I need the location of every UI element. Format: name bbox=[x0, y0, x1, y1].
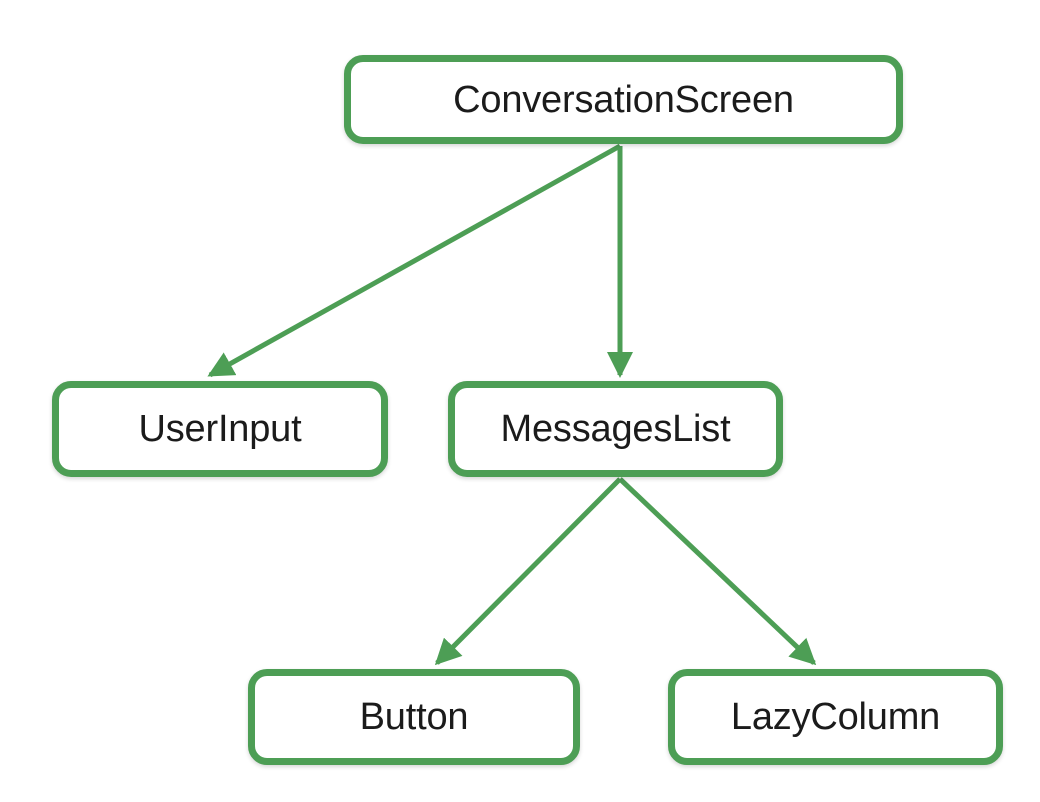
edge-messageslist-lazycolumn bbox=[618, 477, 817, 666]
node-button[interactable]: Button bbox=[248, 669, 580, 765]
edge-conversationscreen-userinput bbox=[207, 143, 622, 378]
node-label: Button bbox=[359, 696, 469, 738]
node-label: LazyColumn bbox=[730, 696, 941, 738]
node-lazycolumn[interactable]: LazyColumn bbox=[668, 669, 1003, 765]
node-conversationscreen[interactable]: ConversationScreen bbox=[344, 55, 903, 144]
node-label: MessagesList bbox=[500, 408, 731, 450]
node-userinput[interactable]: UserInput bbox=[52, 381, 388, 477]
node-label: ConversationScreen bbox=[453, 78, 794, 121]
node-messageslist[interactable]: MessagesList bbox=[448, 381, 783, 477]
edge-messageslist-button bbox=[434, 477, 622, 666]
node-label: UserInput bbox=[138, 408, 302, 450]
